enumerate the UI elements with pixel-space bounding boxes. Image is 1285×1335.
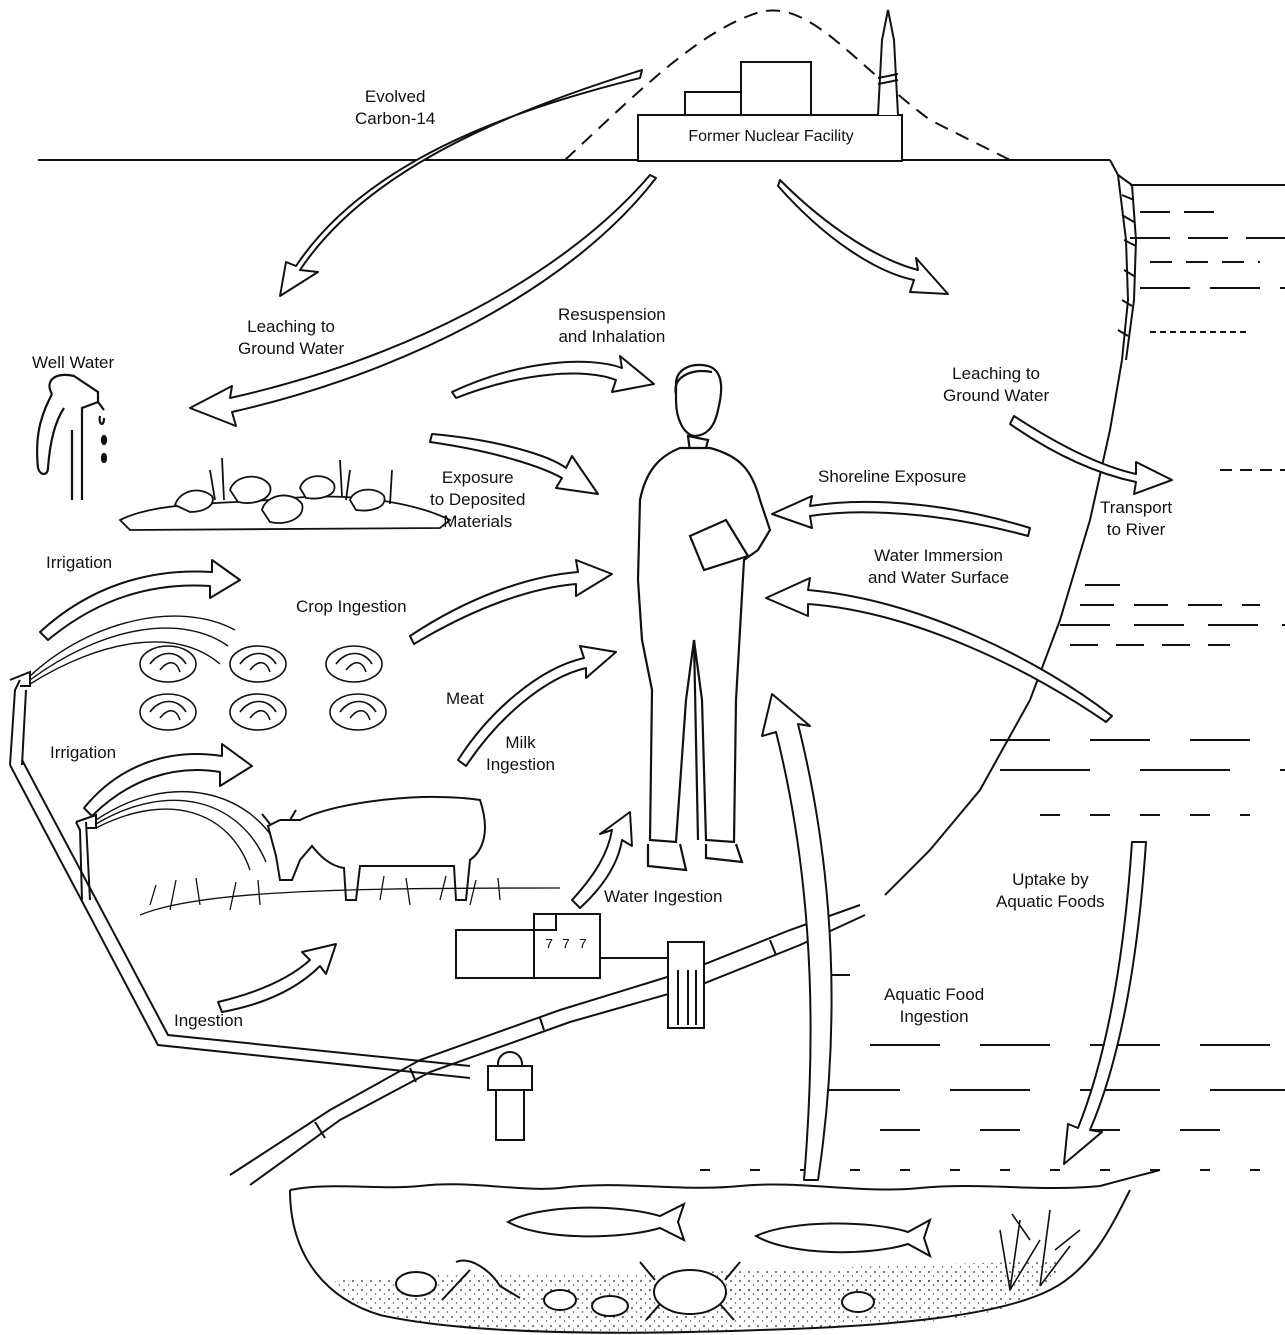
fish-salmon <box>508 1204 930 1256</box>
deposited-materials-rocks <box>120 458 450 530</box>
label-shoreline-exposure: Shoreline Exposure <box>818 466 966 488</box>
label-well-water: Well Water <box>32 352 114 374</box>
label-irrigation-pasture: Irrigation <box>50 742 116 764</box>
label-water-ingestion: Water Ingestion <box>604 886 722 908</box>
svg-text:7 7 7: 7 7 7 <box>545 937 587 953</box>
well-faucet <box>37 375 106 500</box>
water-treatment-plant: 7 7 7 <box>456 914 704 1028</box>
label-crop-ingestion: Crop Ingestion <box>296 596 407 618</box>
label-ingestion: Ingestion <box>174 1010 243 1032</box>
label-meat: Meat <box>446 688 484 710</box>
crop-field <box>140 646 386 730</box>
person-figure <box>638 365 770 870</box>
facility-label: Former Nuclear Facility <box>640 126 902 148</box>
cow-grazing <box>262 797 485 900</box>
river-water-lines <box>700 185 1285 1170</box>
label-irrigation-crops: Irrigation <box>46 552 112 574</box>
